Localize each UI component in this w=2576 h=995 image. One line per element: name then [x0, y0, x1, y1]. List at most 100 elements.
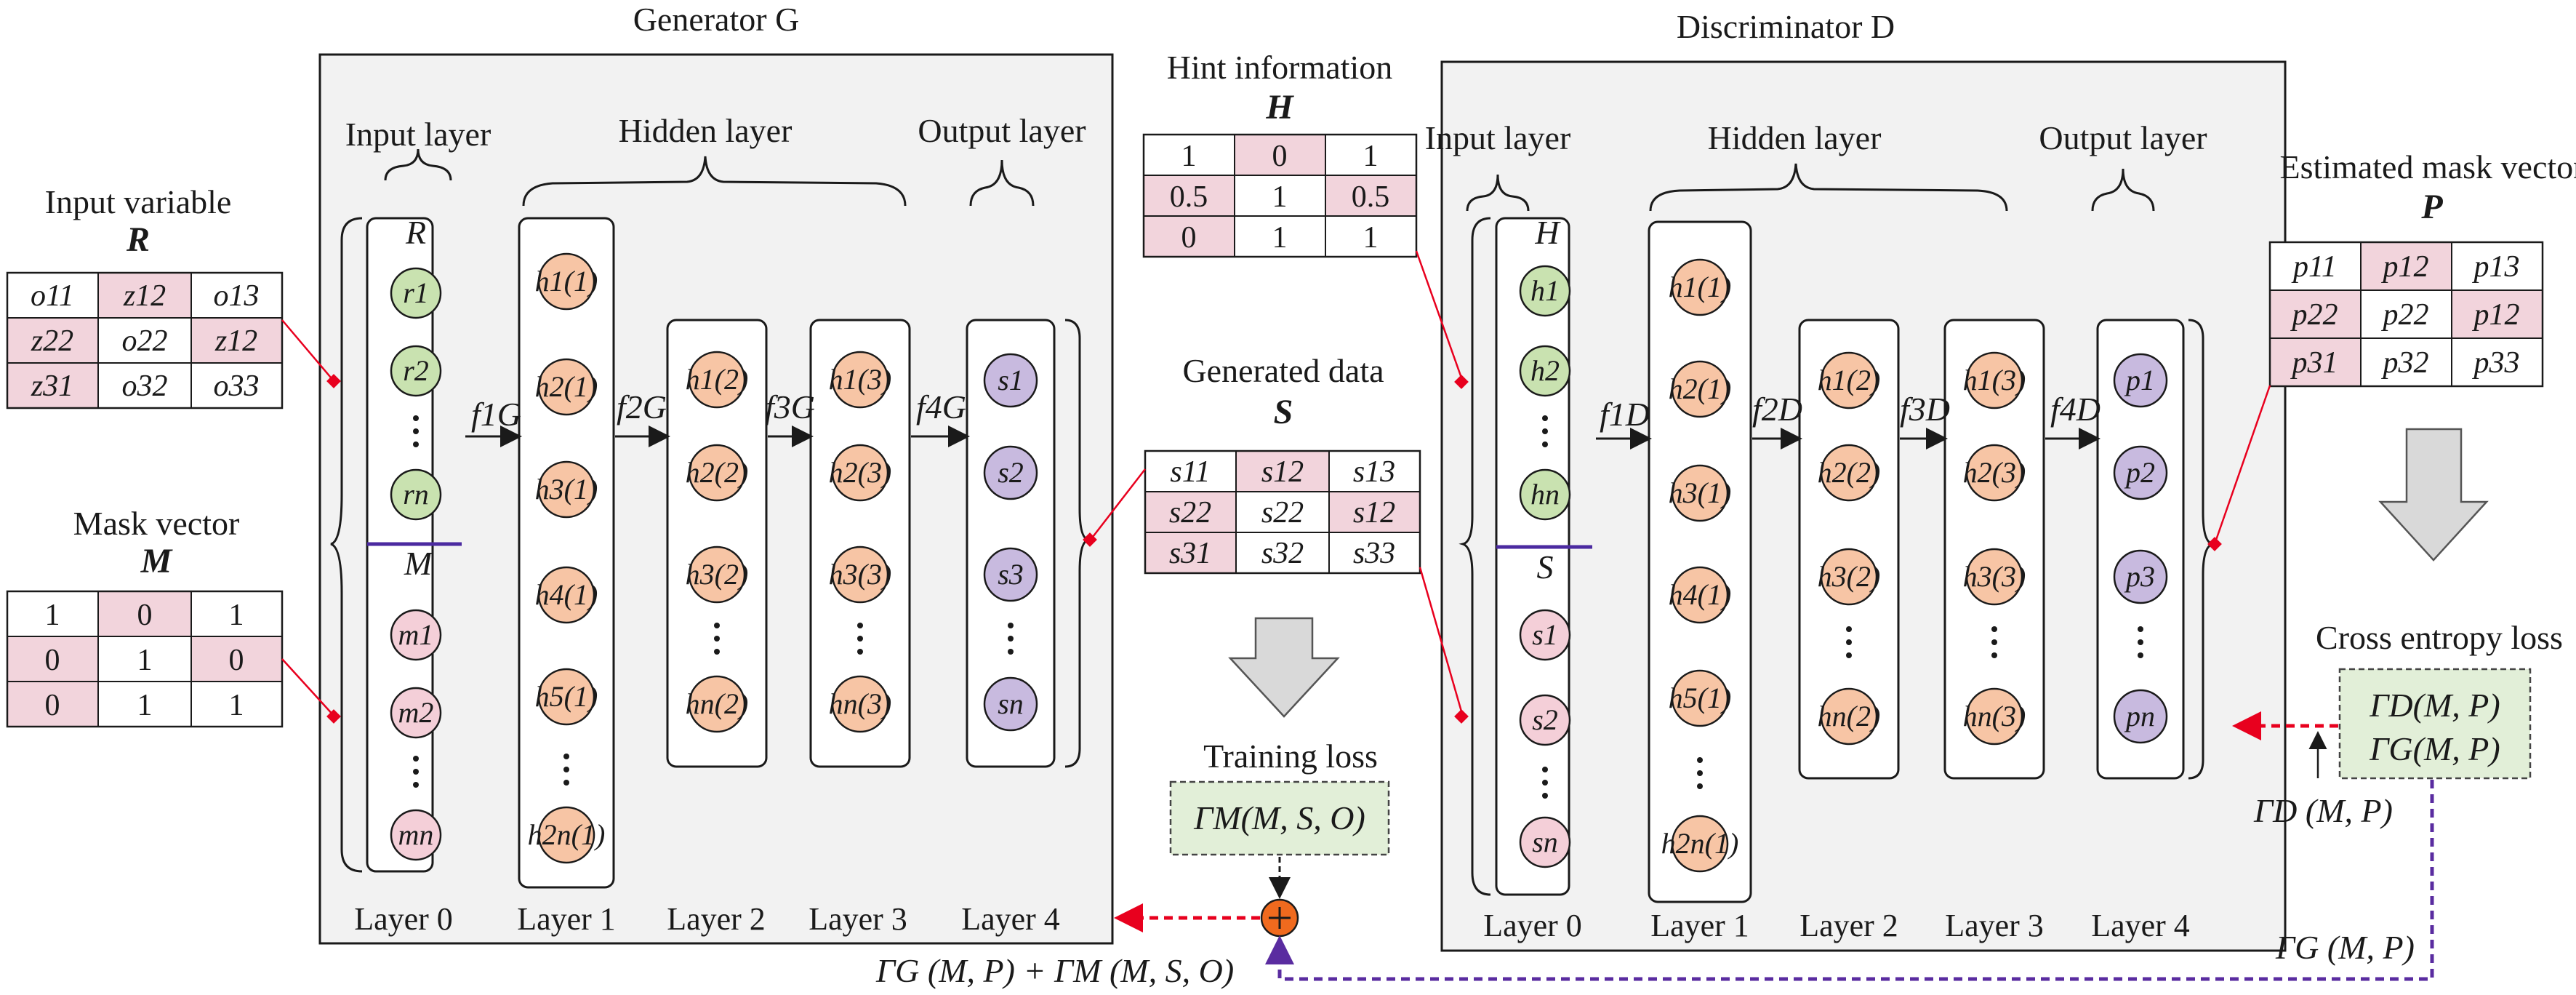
input-variable-cell-2-1: z22	[31, 324, 73, 358]
discriminator-l2-ellipsis	[1846, 626, 1852, 658]
hint-information-cell-3-2: 1	[1272, 221, 1288, 255]
generated-data-cell-2-2: s22	[1261, 496, 1304, 530]
svg-text:s1: s1	[1532, 618, 1558, 651]
generator-l1-node-3: h3(1)	[535, 460, 598, 519]
generator-layer0-label: Layer 0	[354, 901, 453, 937]
discriminator-l1-node-4: h4(1)	[1669, 566, 1731, 624]
generator-feedback-path	[1265, 780, 2434, 981]
discriminator-l1-node-2: h2(1)	[1669, 360, 1731, 418]
discriminator-s-node-2: s2	[1519, 694, 1571, 746]
estimated-mask-table: Estimated mask vector P p11 p12 p13 p22 …	[2268, 148, 2576, 562]
mask-vector-cell-1-3: 1	[229, 599, 244, 632]
svg-text:h4(1): h4(1)	[535, 578, 598, 611]
svg-text:h3(3): h3(3)	[829, 558, 892, 591]
svg-text:h3(1): h3(1)	[535, 473, 598, 506]
svg-text:h2n(1): h2n(1)	[528, 818, 606, 851]
training-loss-block: Training loss ΓM(M, S, O) ΓG (M, P) + ΓM…	[875, 738, 1390, 989]
svg-text:h3(2): h3(2)	[686, 558, 749, 591]
discriminator-s-label: S	[1537, 548, 1554, 586]
generator-layer3-label: Layer 3	[808, 901, 907, 937]
svg-text:p3: p3	[2124, 560, 2155, 593]
discriminator-output-brace	[2091, 168, 2155, 212]
mask-vector-cell-2-3: 0	[229, 644, 244, 677]
combined-loss-label: ΓG (M, P) + ΓM (M, S, O)	[875, 952, 1234, 989]
generated-data-down-arrow-icon	[1228, 617, 1340, 718]
svg-text:h5(1): h5(1)	[1669, 682, 1732, 714]
generator-l2-node-n: hn(2)	[686, 675, 748, 733]
discriminator-out-node-1: p1	[2113, 353, 2168, 408]
generator-f3-label: f3G	[765, 388, 815, 425]
generator-f2-label: f2G	[617, 388, 667, 425]
generator-l1-node-2n: h2n(1)	[528, 806, 606, 864]
generator-output-brace	[969, 159, 1035, 207]
discriminator-output-connector	[2213, 385, 2271, 545]
generator-layer3-box	[809, 319, 911, 768]
svg-text:h2(2): h2(2)	[1818, 456, 1881, 489]
svg-text:rn: rn	[403, 478, 429, 511]
discriminator-l2-node-1: h1(2)	[1818, 351, 1880, 409]
discriminator-l2-node-3: h3(2)	[1818, 548, 1880, 606]
generator-layer4-label: Layer 4	[961, 901, 1060, 937]
svg-text:hn(3): hn(3)	[1963, 700, 2026, 732]
estimated-mask-cell-2-1: p22	[2290, 298, 2338, 332]
discriminator-input-layer-label: Input layer	[1425, 119, 1571, 156]
input-variable-cell-2-2: o22	[122, 324, 168, 358]
input-variable-cell-1-3: o13	[214, 279, 260, 313]
discriminator-s-ellipsis	[1542, 767, 1548, 799]
svg-text:p1: p1	[2124, 364, 2155, 396]
generated-data-table: Generated data S s11 s12 s13 s22 s22 s12…	[1144, 352, 1421, 718]
discriminator-l2-node-n: hn(2)	[1818, 687, 1881, 746]
mask-vector-symbol: M	[140, 542, 174, 580]
generator-out-node-1: s1	[983, 353, 1038, 408]
hint-information-cell-3-3: 1	[1363, 221, 1379, 255]
input-variable-title: Input variable	[45, 183, 232, 220]
generator-hidden-layer-label: Hidden layer	[619, 112, 793, 149]
hint-information-table: Hint information H 1 0 1 0.5 1 0.5 0 1 1	[1142, 49, 1418, 258]
estimated-mask-cell-3-1: p31	[2290, 346, 2338, 380]
estimated-mask-cell-1-1: p11	[2291, 250, 2337, 284]
svg-text:m1: m1	[398, 618, 434, 651]
hint-information-cell-3-1: 0	[1181, 221, 1197, 255]
generator-l3-node-2: h2(3)	[829, 444, 892, 502]
generated-data-cell-3-2: s32	[1261, 537, 1304, 570]
discriminator-l1-node-1: h1(1)	[1669, 258, 1732, 316]
generator-layer1-box	[518, 217, 615, 889]
svg-text:pn: pn	[2124, 700, 2155, 732]
generator-layer4-box	[966, 319, 1056, 768]
discriminator-layer3-label: Layer 3	[1945, 908, 2044, 943]
svg-text:s2: s2	[1532, 703, 1558, 736]
discriminator-out-node-3: p3	[2113, 549, 2168, 604]
discriminator-h-label: H	[1534, 214, 1561, 251]
discriminator-f1-label: f1D	[1600, 396, 1650, 433]
mask-vector-cell-2-2: 1	[137, 644, 153, 677]
generator-layer2-box	[666, 319, 768, 768]
generator-l1-node-1: h1(1)	[535, 252, 598, 311]
cross-entropy-line1: ΓD(M, P)	[2369, 687, 2500, 724]
svg-text:h2(3): h2(3)	[1963, 456, 2026, 489]
estimated-mask-cell-2-3: p12	[2472, 298, 2520, 332]
generated-data-cell-1-3: s13	[1353, 455, 1395, 489]
generator-title: Generator G	[633, 1, 800, 38]
discriminator-h-node-n: hn	[1519, 468, 1571, 521]
discriminator-l3-ellipsis	[1991, 626, 1997, 658]
svg-text:r2: r2	[403, 354, 429, 387]
svg-text:m2: m2	[398, 696, 434, 729]
svg-text:hn(2): hn(2)	[1818, 700, 1881, 732]
svg-text:h1(1): h1(1)	[1669, 271, 1732, 303]
generator-l1-node-5: h5(1)	[535, 668, 598, 726]
svg-text:p2: p2	[2124, 456, 2155, 489]
discriminator-layer0-box	[1495, 217, 1570, 896]
svg-text:sn: sn	[998, 687, 1024, 720]
mask-vector-cell-3-1: 0	[45, 689, 60, 722]
gamma-d-label: ΓD (M, P)	[2253, 792, 2393, 829]
cross-entropy-block: Cross entropy loss ΓD(M, P) ΓG(M, P) ΓD …	[1265, 619, 2563, 981]
discriminator-input-left-brace	[1458, 217, 1491, 896]
svg-text:h1(1): h1(1)	[535, 265, 598, 297]
svg-text:h2(3): h2(3)	[829, 456, 892, 489]
mask-vector-cell-1-1: 1	[45, 599, 60, 632]
discriminator-s-node-n: sn	[1519, 816, 1571, 868]
r-table-connector	[281, 319, 335, 383]
discriminator-l1-node-3: h3(1)	[1669, 464, 1731, 522]
mask-vector-table: Mask vector M 1 0 1 0 1 0 0 1 1	[6, 505, 284, 728]
generator-panel: Generator G Input layer Hidden layer Out…	[318, 1, 1114, 945]
